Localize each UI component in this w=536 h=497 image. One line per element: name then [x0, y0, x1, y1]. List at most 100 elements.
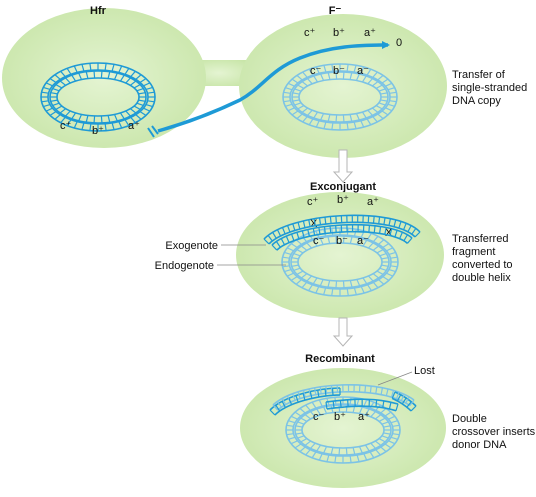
- dna-rung: [297, 435, 305, 439]
- dna-rung: [295, 279, 302, 285]
- dna-rung: [401, 397, 407, 405]
- dna-rung: [125, 77, 131, 84]
- dna-rung: [307, 109, 313, 116]
- dna-rung: [375, 84, 383, 89]
- dna-rung: [107, 71, 111, 79]
- dna-rung: [312, 239, 318, 247]
- dna-rung: [391, 391, 396, 399]
- dna-rung: [382, 400, 385, 408]
- dna-rung: [143, 82, 151, 87]
- dna-rung: [286, 424, 294, 427]
- dna-rung: [263, 238, 270, 245]
- dna-rung: [297, 84, 305, 89]
- dna-rung: [386, 272, 394, 277]
- dna-rung: [330, 405, 334, 413]
- donor-gene-c: c⁺: [304, 27, 316, 39]
- recipient-gene-b: b⁻: [333, 65, 345, 77]
- dna-rung: [129, 80, 137, 86]
- dna-rung: [372, 216, 375, 224]
- endogenote-label: Endogenote: [155, 260, 214, 272]
- dna-rung: [319, 386, 322, 394]
- dna-rung: [382, 243, 390, 248]
- dna-rung: [306, 242, 312, 249]
- dna-rung: [402, 223, 407, 231]
- dna-rung: [311, 401, 317, 409]
- hfr-chromosome: [40, 62, 156, 132]
- dna-rung: [370, 411, 376, 418]
- dna-rung: [342, 280, 345, 288]
- dna-rung: [135, 74, 142, 80]
- recipient-gene-a: a⁻: [357, 65, 369, 77]
- dna-rung: [327, 236, 331, 244]
- dna-rung: [368, 275, 374, 282]
- exogenote-fragment: X X: [263, 214, 421, 251]
- dna-rung: [349, 280, 353, 288]
- dna-rung: [296, 249, 304, 254]
- dna-rung: [125, 110, 131, 117]
- dna-rung: [409, 399, 415, 406]
- dna-rung: [85, 115, 89, 123]
- hfr-title: Hfr: [90, 5, 107, 17]
- dna-rung: [130, 117, 136, 124]
- endo-gene-a: a⁻: [357, 235, 369, 247]
- dna-rung: [410, 405, 417, 412]
- down-arrow-2: [332, 317, 354, 347]
- dna-rung: [349, 397, 352, 405]
- f-minus-cell: [239, 14, 447, 158]
- dna-rung: [312, 228, 316, 236]
- dna-rung: [300, 438, 308, 443]
- dna-rung: [308, 219, 311, 227]
- dna-rung: [308, 284, 313, 291]
- dna-rung: [113, 114, 118, 122]
- dna-rung: [330, 385, 333, 393]
- dna-rung: [93, 115, 96, 123]
- double-crossover-note-line3: donor DNA: [452, 439, 507, 451]
- transferred-note-line4: double helix: [452, 272, 511, 284]
- dna-rung: [282, 256, 290, 259]
- dna-rung: [353, 287, 357, 295]
- dna-rung: [329, 225, 332, 233]
- dna-rung: [288, 436, 296, 440]
- dna-rung: [360, 66, 365, 74]
- dna-strand-edge: [271, 223, 413, 246]
- exconjugant-title: Exconjugant: [310, 181, 376, 193]
- dna-rung: [308, 68, 314, 76]
- dna-rung: [323, 226, 326, 234]
- dna-rung: [129, 108, 137, 114]
- dna-rung: [284, 269, 292, 273]
- dna-rung: [338, 405, 341, 413]
- dna-rung: [104, 63, 107, 71]
- dna-rung: [45, 107, 53, 112]
- double-crossover-note-line2: crossover inserts: [452, 426, 536, 438]
- dna-rung: [313, 75, 319, 83]
- dna-rung: [281, 227, 286, 235]
- dna-rung: [320, 73, 325, 81]
- dna-rung: [276, 401, 282, 408]
- endo-gene-c: c⁻: [313, 235, 325, 247]
- dna-rung: [323, 287, 327, 295]
- dna-rung: [406, 401, 412, 408]
- dna-rung: [323, 406, 328, 414]
- dna-strand-edge: [325, 398, 399, 405]
- dna-rung: [361, 75, 367, 83]
- dna-rung: [65, 77, 71, 84]
- dna-rung: [345, 447, 348, 455]
- dna-rung: [319, 237, 324, 245]
- dna-rung: [378, 239, 385, 245]
- dna-rung: [292, 92, 300, 95]
- dna-rung: [71, 74, 77, 82]
- dna-rung: [324, 217, 327, 225]
- transferred-strand: [147, 41, 390, 138]
- dna-rung: [387, 87, 395, 91]
- dna-rung: [113, 72, 118, 80]
- hfr-gene-a: a⁺: [128, 120, 140, 132]
- dna-rung: [299, 446, 306, 453]
- dna-rung: [360, 120, 365, 128]
- exo-gene-b: b⁺: [337, 194, 349, 206]
- dna-rung: [302, 390, 306, 398]
- dna-rung: [334, 455, 337, 463]
- dna-rung: [66, 119, 72, 126]
- transferred-note-line2: fragment: [452, 246, 495, 258]
- dna-rung: [272, 232, 277, 239]
- dna-rung: [369, 385, 372, 394]
